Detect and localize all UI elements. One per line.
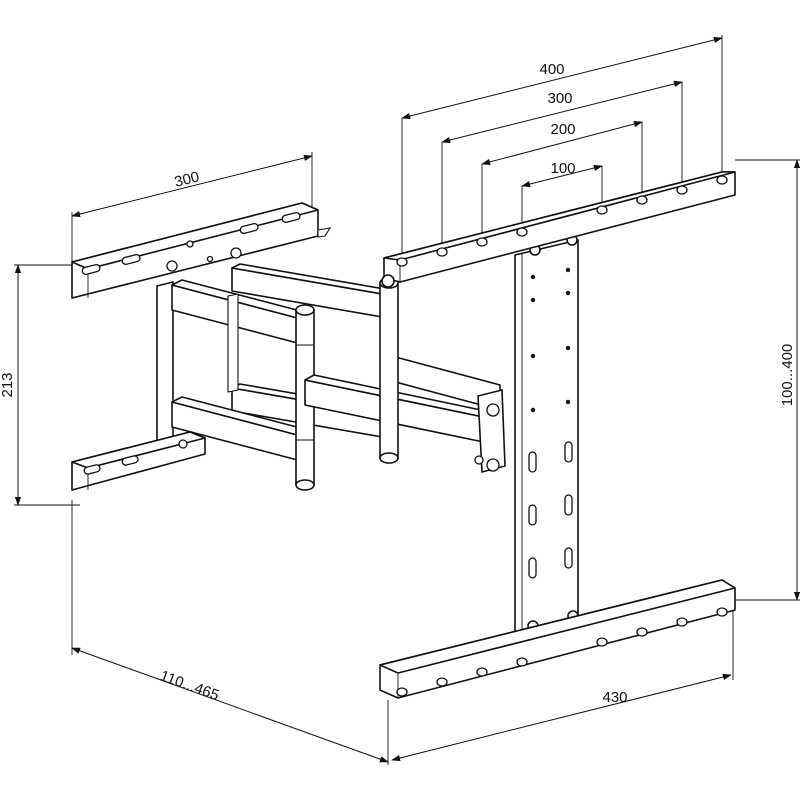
extension-range-label: 110...465	[158, 667, 222, 704]
dimension-lines	[14, 35, 800, 765]
tv-rail-width-label: 430	[602, 689, 627, 706]
vesa-200-label: 200	[550, 121, 575, 138]
articulating-arms	[171, 263, 506, 491]
adapter-holes	[528, 267, 573, 579]
wall-plate-height-label: 213	[0, 372, 16, 397]
top-rail-holes	[396, 175, 728, 267]
tv-adapter	[514, 234, 579, 636]
vesa-100-label: 100	[550, 160, 575, 177]
top-tv-rail	[381, 171, 736, 288]
vesa-vertical-label: 100...400	[779, 344, 796, 407]
bottom-rail-holes	[396, 607, 728, 697]
bottom-tv-rail	[379, 579, 736, 699]
wall-plate-width-label: 300	[173, 168, 201, 191]
vesa-400-label: 400	[539, 61, 564, 78]
wall-plate	[71, 202, 332, 491]
vesa-300-label: 300	[547, 90, 572, 107]
